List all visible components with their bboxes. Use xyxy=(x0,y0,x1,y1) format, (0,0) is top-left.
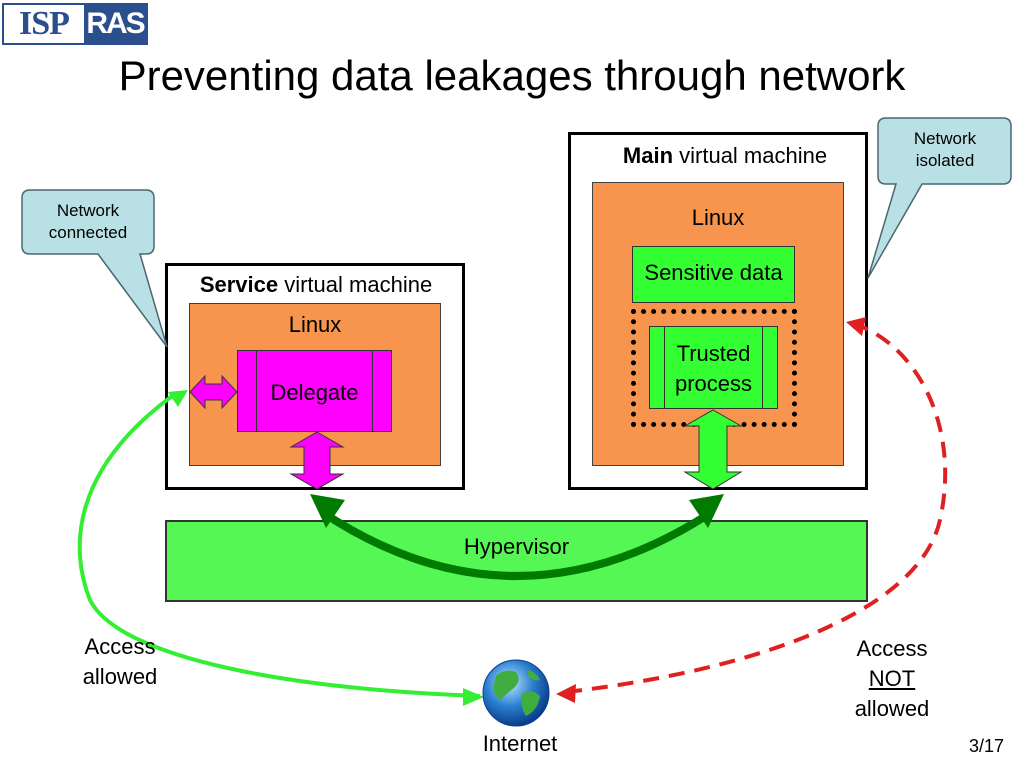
hypervisor-channel-arrow xyxy=(319,508,715,580)
main-vm-bold: Main xyxy=(622,143,674,168)
trusted-process-line1: Trusted xyxy=(676,341,751,366)
access-allowed-head-right xyxy=(463,688,484,706)
logo-left-text: ISP xyxy=(4,5,84,43)
service-vm-label: virtual machine xyxy=(278,272,433,297)
access-denied-caption: Access NOT allowed xyxy=(830,634,954,724)
logo-right-text: RAS xyxy=(84,5,146,43)
delegate-label: Delegate xyxy=(270,380,359,405)
network-isolated-text: Network isolated xyxy=(913,129,977,170)
trusted-right-bar xyxy=(762,327,777,408)
network-connected-callout xyxy=(21,189,168,348)
service-vm-bold: Service xyxy=(199,272,279,297)
delegate-right-bar xyxy=(372,351,391,431)
page-title: Preventing data leakages through network xyxy=(118,52,906,99)
main-vm-label: virtual machine xyxy=(673,143,828,168)
access-denied-head-top xyxy=(846,317,866,336)
hypervisor-arrow-head-left xyxy=(310,494,345,528)
delegate-network-arrow xyxy=(189,374,238,410)
access-denied-line2: NOT xyxy=(868,666,916,691)
access-allowed-line2: allowed xyxy=(82,664,158,689)
hypervisor-box xyxy=(165,520,868,602)
trusted-hypervisor-arrow xyxy=(683,409,743,490)
access-allowed-caption: Access allowed xyxy=(60,632,180,692)
ispras-logo: ISP RAS xyxy=(2,3,148,45)
network-connected-text: Network connected xyxy=(48,201,128,242)
hypervisor-label: Hypervisor xyxy=(463,534,570,559)
access-denied-line1: Access xyxy=(856,636,928,661)
access-denied-head-left xyxy=(556,684,576,703)
access-allowed-arrow xyxy=(77,392,481,698)
trusted-process-box: Trusted process xyxy=(649,326,778,409)
network-isolated-callout xyxy=(867,117,1012,279)
delegate-box: Delegate xyxy=(237,350,392,432)
internet-globe-icon xyxy=(482,659,550,727)
access-allowed-line1: Access xyxy=(84,634,156,659)
main-linux-label: Linux xyxy=(691,205,745,230)
trusted-left-bar xyxy=(650,327,665,408)
sensitive-data-label: Sensitive data xyxy=(644,260,783,285)
sensitive-data-box: Sensitive data xyxy=(632,246,795,303)
access-denied-line3: allowed xyxy=(854,696,930,721)
delegate-hypervisor-arrow xyxy=(289,431,345,490)
hypervisor-arrow-head-right xyxy=(689,494,724,528)
service-vm-title: Service virtual machine xyxy=(168,272,464,298)
access-denied-arrow xyxy=(565,324,948,694)
main-vm-title: Main virtual machine xyxy=(580,143,870,169)
access-allowed-head-left xyxy=(168,390,188,407)
delegate-left-bar xyxy=(238,351,257,431)
page-number: 3/17 xyxy=(968,736,1004,756)
internet-label: Internet xyxy=(482,731,558,756)
trusted-process-line2: process xyxy=(674,371,753,396)
service-linux-label: Linux xyxy=(288,312,342,337)
